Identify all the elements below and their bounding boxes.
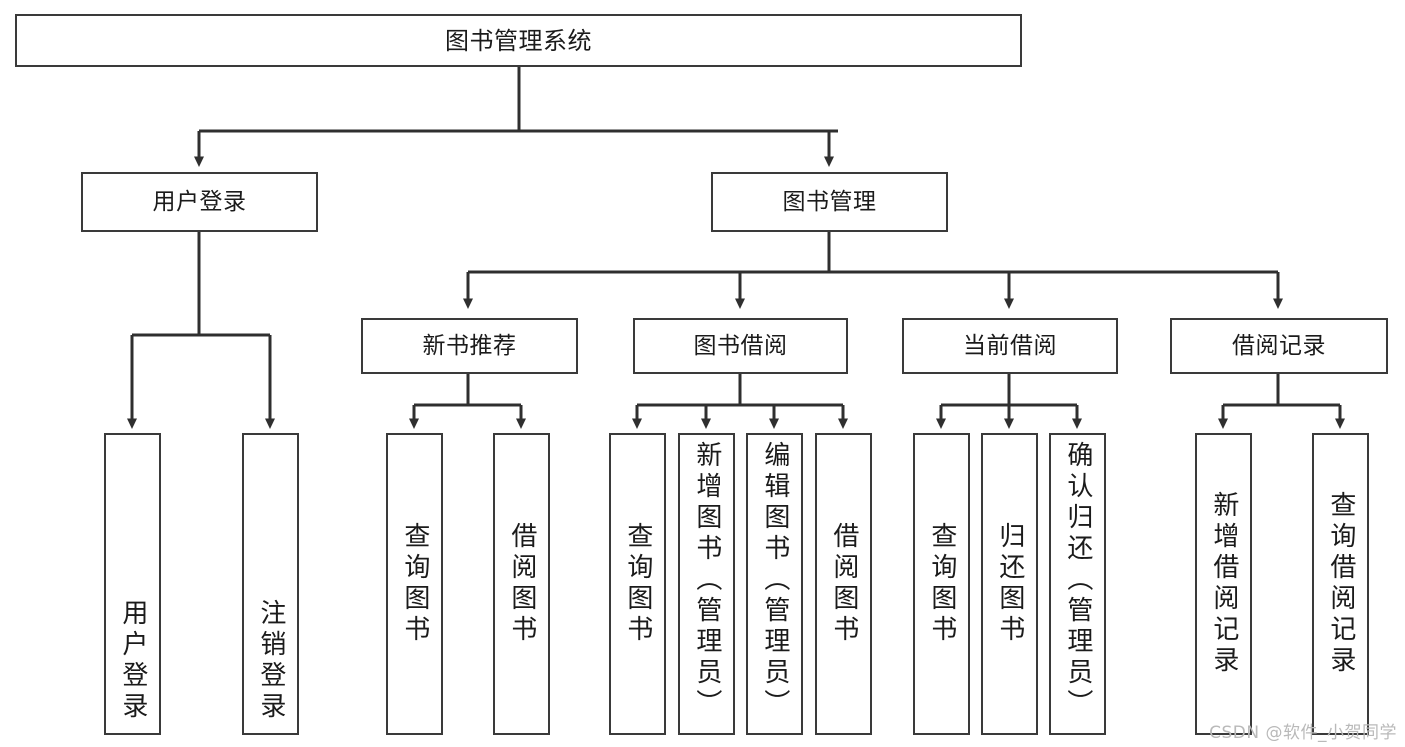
watermark: CSDN @软件_小贺同学 [1209,723,1397,743]
leaf-query-book-recommend[interactable]: 查询图书 [386,433,443,735]
leaf-query-borrow-record[interactable]: 查询借阅记录 [1312,433,1369,735]
node-new-book-recommend[interactable]: 新书推荐 [361,318,578,374]
leaf-logout[interactable]: 注销登录 [242,433,299,735]
node-current-borrow[interactable]: 当前借阅 [902,318,1118,374]
node-label: 查询图书 [399,522,430,646]
node-book-management[interactable]: 图书管理 [711,172,948,232]
node-label: 注销登录 [255,599,286,723]
node-label: 查询图书 [622,522,653,646]
node-book-borrow[interactable]: 图书借阅 [633,318,848,374]
leaf-borrow-book-recommend[interactable]: 借阅图书 [493,433,550,735]
node-label: 借阅记录 [1232,332,1326,359]
leaf-return-book[interactable]: 归还图书 [981,433,1038,735]
node-label: 借阅图书 [828,522,859,646]
node-label: 新书推荐 [422,332,517,359]
node-borrow-record[interactable]: 借阅记录 [1170,318,1388,374]
leaf-borrow-book[interactable]: 借阅图书 [815,433,872,735]
leaf-query-book-borrow[interactable]: 查询图书 [609,433,666,735]
node-user-login[interactable]: 用户登录 [81,172,318,232]
leaf-add-borrow-record[interactable]: 新增借阅记录 [1195,433,1252,735]
node-label: 查询借阅记录 [1325,491,1356,677]
node-root-library-system[interactable]: 图书管理系统 [15,14,1022,67]
node-label: 新增图书（管理员） [691,441,722,720]
node-label: 确认归还（管理员） [1062,441,1093,720]
node-label: 新增借阅记录 [1208,491,1239,677]
node-label: 图书管理 [782,188,877,215]
node-label: 图书管理系统 [445,26,592,55]
node-label: 归还图书 [994,522,1025,646]
node-label: 用户登录 [117,599,148,723]
node-label: 借阅图书 [506,522,537,646]
leaf-add-book-admin[interactable]: 新增图书（管理员） [678,433,735,735]
node-label: 图书借阅 [693,332,788,359]
leaf-user-login[interactable]: 用户登录 [104,433,161,735]
leaf-query-book-current[interactable]: 查询图书 [913,433,970,735]
node-label: 当前借阅 [963,332,1057,359]
node-label: 编辑图书（管理员） [759,441,790,720]
node-label: 查询图书 [926,522,957,646]
node-label: 用户登录 [152,188,247,215]
leaf-confirm-return-admin[interactable]: 确认归还（管理员） [1049,433,1106,735]
leaf-edit-book-admin[interactable]: 编辑图书（管理员） [746,433,803,735]
